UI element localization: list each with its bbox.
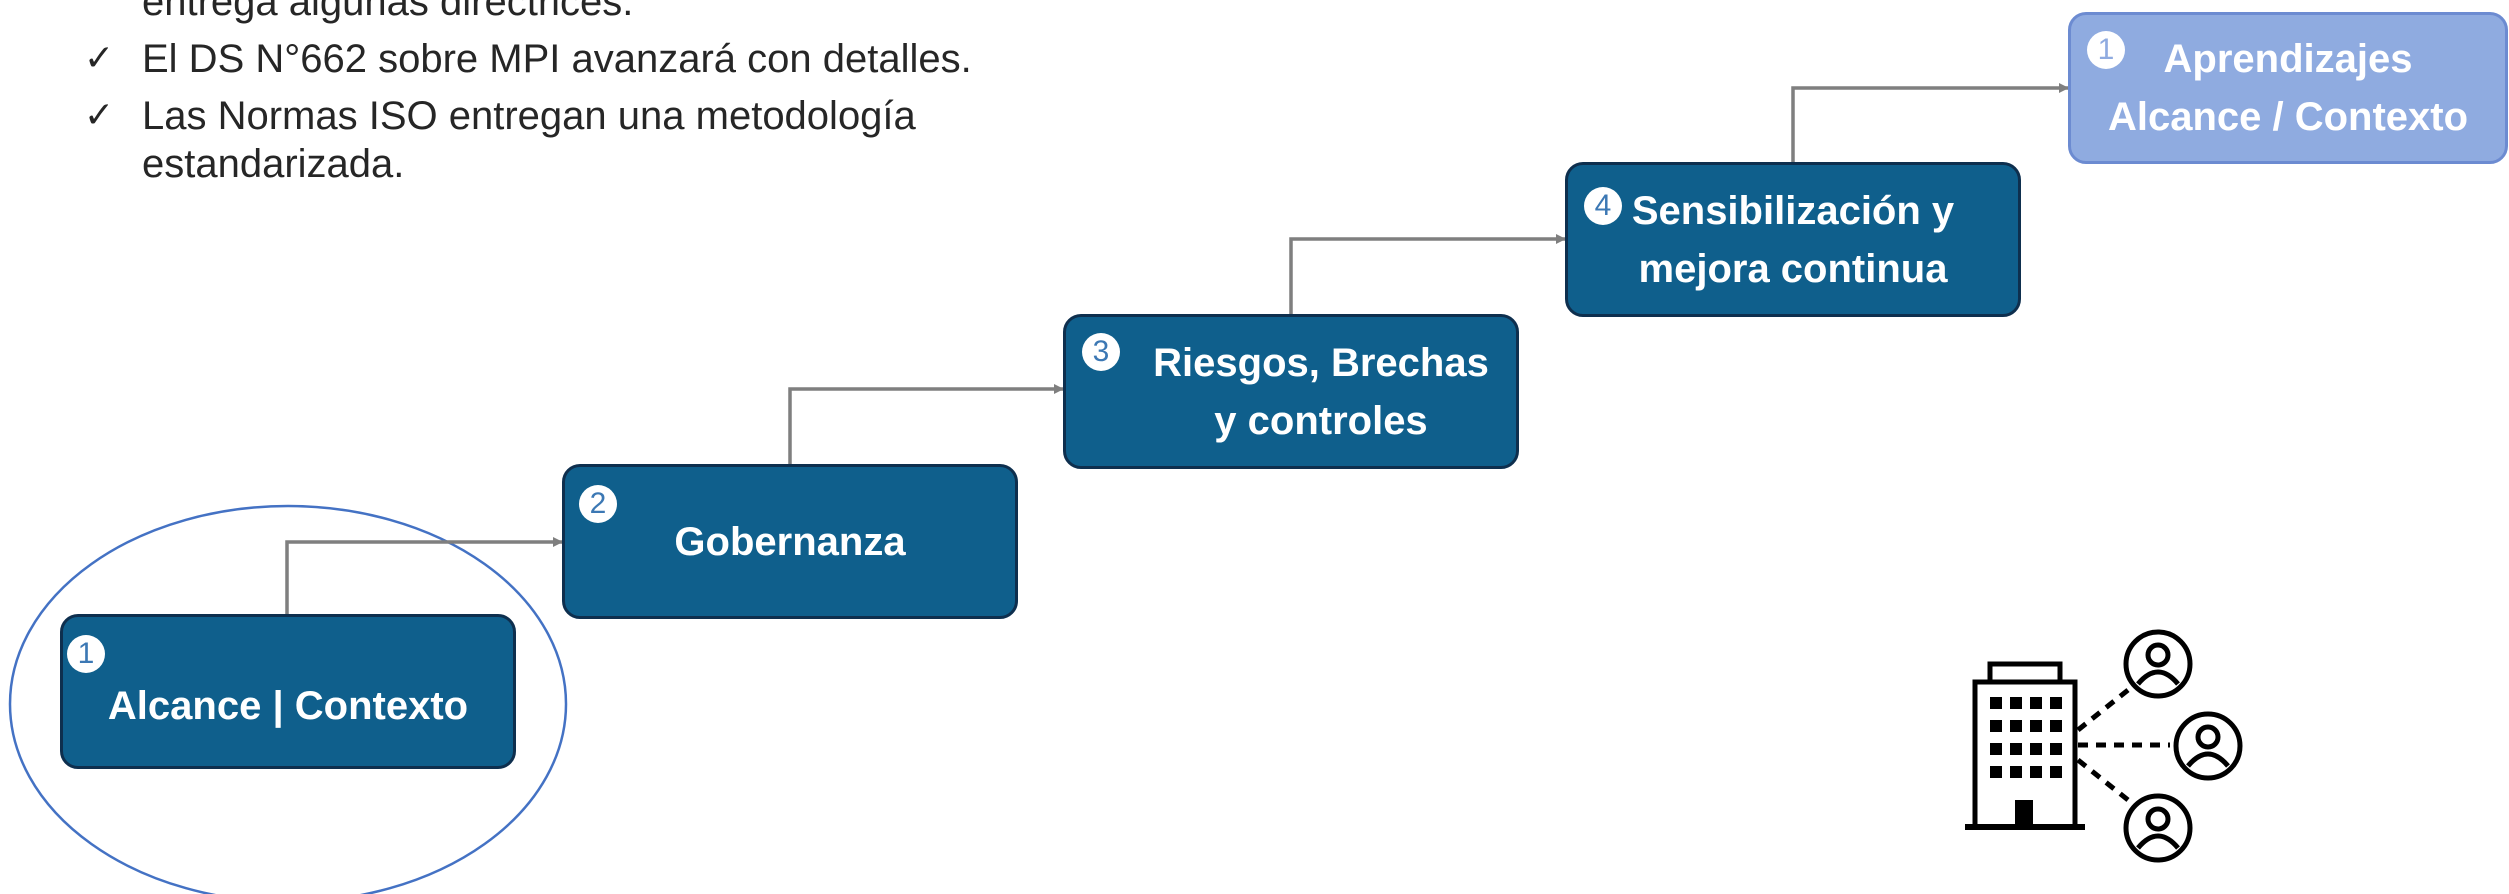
step-number-badge: 2	[579, 485, 617, 523]
bullet-text: El DS N°662 sobre MPI avanzará con detal…	[142, 37, 972, 81]
bullet-partial-line: entrega algunas directrices.	[80, 0, 1080, 26]
bullet-partial-text: entrega algunas directrices.	[142, 0, 634, 24]
step-label-line1: Riesgos, Brechas	[1153, 340, 1489, 385]
check-icon: ✓	[84, 95, 115, 136]
connector-arrow-1-2	[285, 537, 563, 614]
step-label-line1: Alcance | Contexto	[107, 683, 469, 728]
step-aprendizajes: 1 Aprendizajes Alcance / Contexto	[2068, 12, 2508, 164]
step-label: Gobernanza	[674, 513, 905, 571]
step-label-line1: Aprendizajes	[2163, 37, 2413, 81]
highlight-ellipse	[8, 504, 568, 894]
connector-arrow-4-5	[1791, 83, 2069, 162]
step-label-line1: Sensibilización y	[1631, 188, 1955, 233]
step-riesgos-brechas: 3 Riesgos, Brechas y controles	[1063, 314, 1519, 469]
step-label: Aprendizajes Alcance / Contexto	[2108, 30, 2468, 146]
bullet-item-iso: ✓ Las Normas ISO entregan una metodologí…	[80, 92, 1080, 188]
connector-arrow-2-3	[788, 384, 1064, 464]
bullet-text: Las Normas ISO entregan una metodología	[142, 94, 916, 138]
bullet-list: entrega algunas directrices. ✓ El DS N°6…	[80, 0, 1080, 197]
step-alcance-contexto: 1 Alcance | Contexto	[60, 614, 516, 769]
step-label-line1: Gobernanza	[674, 519, 906, 564]
step-number-badge: 4	[1584, 187, 1622, 225]
step-label-line2: mejora continua	[1638, 246, 1948, 291]
check-icon: ✓	[84, 38, 115, 79]
step-label-line2: y controles	[1214, 398, 1428, 443]
step-label: Sensibilización y mejora continua	[1632, 182, 1954, 298]
step-number-badge: 1	[2087, 31, 2125, 69]
step-label: Riesgos, Brechas y controles	[1093, 334, 1489, 450]
step-label: Alcance | Contexto	[108, 649, 468, 735]
building-with-people-icon	[1965, 629, 2243, 863]
bullet-item-ds662: ✓ El DS N°662 sobre MPI avanzará con det…	[80, 35, 1080, 83]
connector-arrow-3-4	[1289, 234, 1566, 314]
step-number-badge: 1	[67, 635, 105, 673]
bullet-text-continuation: estandarizada.	[142, 142, 405, 186]
step-sensibilizacion: 4 Sensibilización y mejora continua	[1565, 162, 2021, 317]
step-number-badge: 3	[1082, 333, 1120, 371]
step-label-line2: Alcance / Contexto	[2107, 95, 2469, 139]
step-gobernanza: 2 Gobernanza	[562, 464, 1018, 619]
